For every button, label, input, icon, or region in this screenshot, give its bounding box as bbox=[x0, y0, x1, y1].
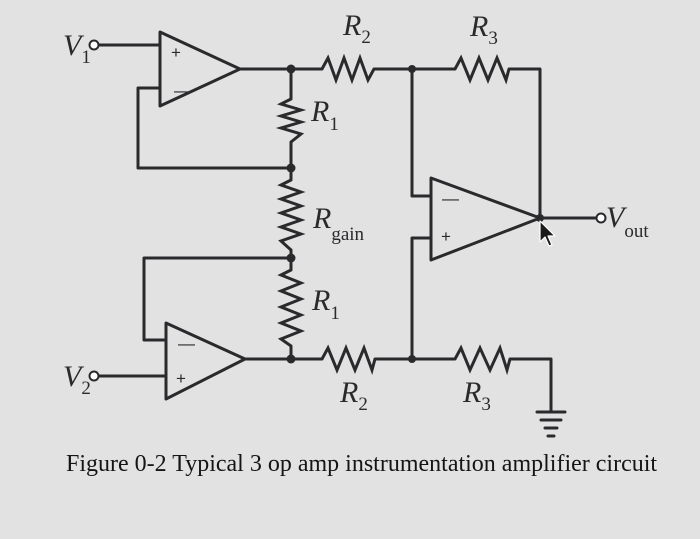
vout-terminal bbox=[595, 212, 607, 224]
label-vout-sub: out bbox=[624, 221, 649, 242]
label-r3-bottom-main: R bbox=[462, 376, 481, 409]
opamp-2: — + bbox=[164, 321, 247, 401]
label-r2-bottom-main: R bbox=[339, 376, 358, 409]
label-v2-main: V bbox=[63, 360, 85, 393]
label-r3-top-main: R bbox=[469, 10, 488, 43]
label-vout-main: V bbox=[606, 201, 628, 234]
label-v1-sub: 1 bbox=[81, 47, 91, 68]
resistor-r2-bottom bbox=[320, 343, 377, 375]
label-r1-bottom-sub: 1 bbox=[330, 303, 340, 324]
opamp-3-plus-sign: + bbox=[441, 227, 451, 246]
figure-caption: Figure 0-2 Typical 3 op amp instrumentat… bbox=[66, 451, 657, 477]
resistor-r1-top bbox=[275, 97, 307, 144]
label-r2-top-sub: 2 bbox=[361, 27, 371, 48]
junction-bottom-r2-r3 bbox=[408, 355, 416, 363]
opamp-1-minus-sign: — bbox=[174, 81, 191, 100]
junction-top-r2-r3 bbox=[408, 65, 416, 73]
junction-node-a bbox=[286, 64, 296, 74]
label-v1: V1 bbox=[63, 29, 91, 68]
junction-r1-rgain-top bbox=[286, 163, 296, 173]
resistor-r2-top bbox=[320, 53, 376, 85]
label-r1-top: R1 bbox=[310, 95, 339, 135]
resistor-rgain bbox=[276, 178, 306, 252]
label-r3-top-sub: 3 bbox=[488, 28, 498, 49]
ground-icon bbox=[535, 410, 567, 438]
label-v2: V2 bbox=[63, 360, 91, 399]
label-r1-top-main: R bbox=[310, 95, 329, 128]
label-vout: Vout bbox=[606, 201, 649, 242]
junction-dots bbox=[286, 64, 544, 364]
opamp-1: + — bbox=[158, 30, 242, 108]
opamp-2-plus-sign: + bbox=[176, 369, 186, 388]
opamp-3: — + bbox=[429, 176, 542, 262]
opamp-3-minus-sign: — bbox=[442, 189, 459, 208]
label-r2-top-main: R bbox=[342, 9, 361, 42]
label-r3-bottom-sub: 3 bbox=[481, 394, 491, 415]
resistors bbox=[275, 53, 512, 376]
label-rgain-sub: gain bbox=[331, 224, 364, 245]
resistor-r3-bottom bbox=[453, 343, 512, 376]
junction-output bbox=[536, 214, 544, 222]
label-v2-sub: 2 bbox=[81, 378, 91, 399]
label-r2-top: R2 bbox=[342, 9, 371, 48]
label-r3-bottom: R3 bbox=[462, 376, 491, 415]
opamp-1-plus-sign: + bbox=[171, 43, 181, 62]
junction-rgain-r1-bottom bbox=[286, 253, 296, 263]
v2-terminal bbox=[88, 370, 100, 382]
mouse-cursor-icon bbox=[539, 220, 556, 247]
resistor-r3-top bbox=[453, 54, 511, 85]
label-r1-top-sub: 1 bbox=[329, 114, 339, 135]
label-r3-top: R3 bbox=[469, 10, 498, 49]
label-r1-bottom: R1 bbox=[311, 284, 340, 324]
label-rgain-main: R bbox=[312, 202, 331, 235]
label-rgain: Rgain bbox=[312, 202, 365, 245]
label-r1-bottom-main: R bbox=[311, 284, 330, 317]
opamp-2-minus-sign: — bbox=[178, 334, 195, 353]
label-v1-main: V bbox=[63, 29, 85, 62]
label-r2-bottom-sub: 2 bbox=[358, 394, 368, 415]
v1-terminal bbox=[88, 39, 100, 51]
junction-node-b bbox=[286, 354, 296, 364]
label-r2-bottom: R2 bbox=[339, 376, 368, 415]
resistor-r1-bottom bbox=[276, 268, 306, 348]
